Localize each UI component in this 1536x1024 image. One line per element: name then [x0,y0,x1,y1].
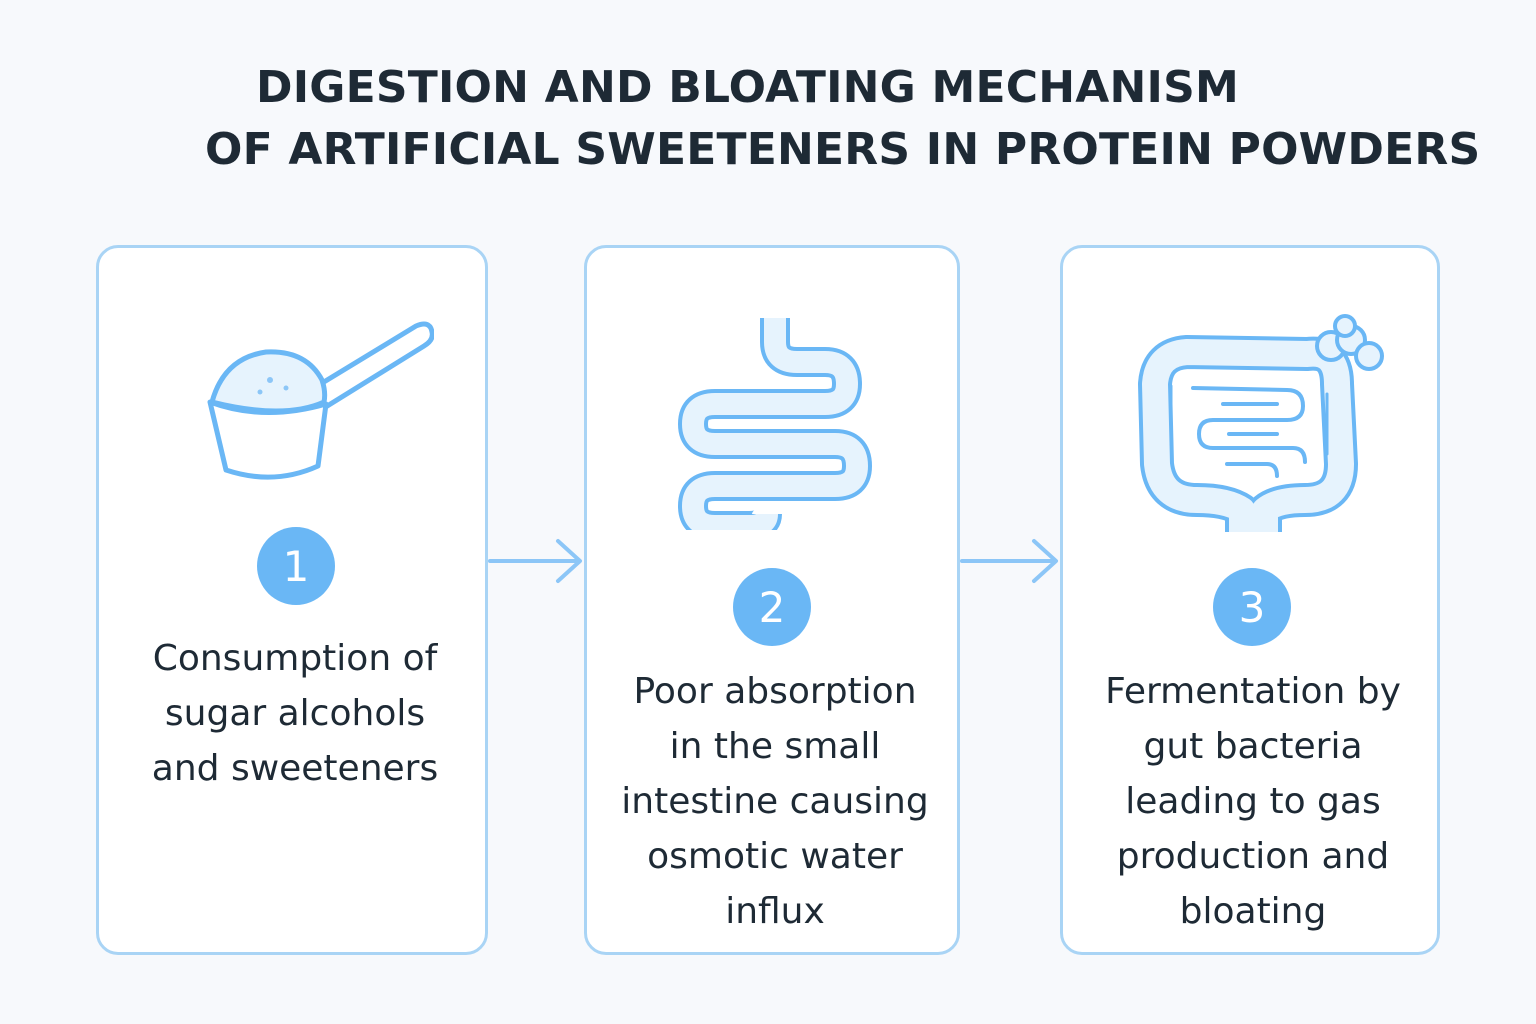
scoop-icon [204,310,434,490]
step-text-1: Consumption of sugar alcohols and sweete… [151,638,439,789]
step-text-3: Fermentation by gut bacteria leading to … [1105,671,1401,932]
large-intestine-icon [1137,314,1387,546]
arrow-right-icon [960,536,1060,586]
step-card-2: 2 Poor absorption in the small intestine… [584,245,960,955]
step-number-badge-3: 3 [1213,568,1291,646]
step-number-badge-2: 2 [733,568,811,646]
title-line-2: OF ARTIFICIAL SWEETENERS IN PROTEIN POWD… [205,124,1481,175]
step-card-1: 1 Consumption of sugar alcohols and swee… [96,245,488,955]
step-number-badge-1: 1 [257,527,335,605]
arrow-right-icon [488,536,584,586]
title-line-1: DIGESTION AND BLOATING MECHANISM [256,62,1239,113]
step-card-3: 3 Fermentation by gut bacteria leading t… [1060,245,1440,955]
small-intestine-icon [675,314,875,530]
step-text-2: Poor absorption in the small intestine c… [621,671,929,932]
